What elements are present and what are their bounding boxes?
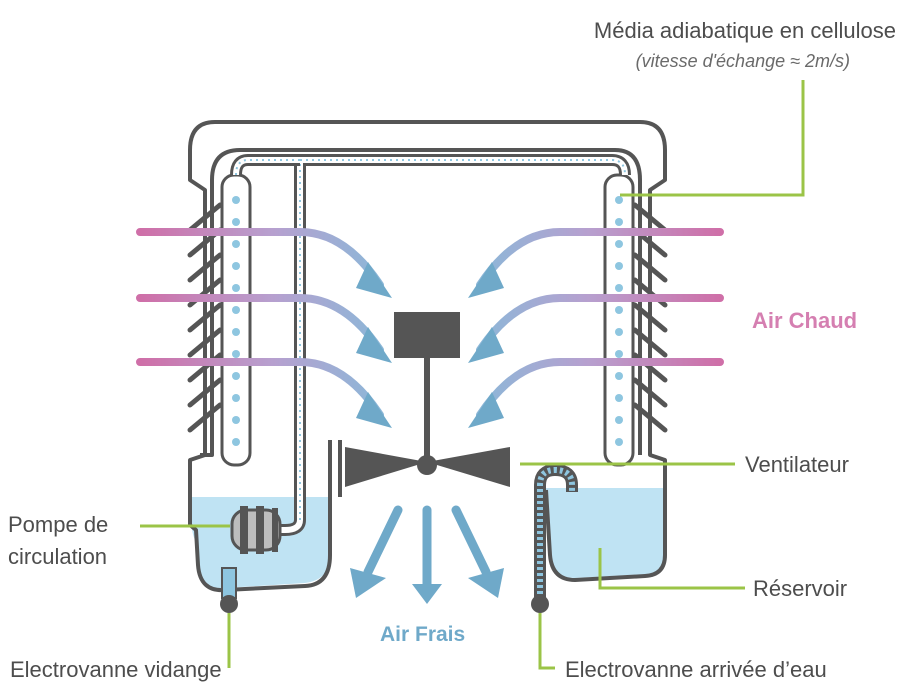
reservoir-water	[545, 488, 665, 578]
drain-valve-label: Electrovanne vidange	[10, 657, 222, 682]
fan-label: Ventilateur	[745, 452, 849, 477]
leader-lines	[140, 80, 805, 670]
left-grill	[187, 202, 223, 433]
drain-valve	[220, 567, 238, 613]
left-media-pad	[220, 173, 252, 467]
fan	[345, 312, 510, 487]
reservoir-label: Réservoir	[753, 576, 848, 601]
distribution-pipe	[230, 154, 631, 536]
pump-label-line1: Pompe de	[8, 512, 109, 537]
media-subtitle-label: (vitesse d'échange ≈ 2m/s)	[635, 51, 850, 71]
right-media-pad	[603, 173, 635, 467]
hot-air-label: Air Chaud	[752, 308, 858, 333]
fresh-air-label: Air Frais	[380, 623, 466, 646]
inlet-valve-label: Electrovanne arrivée d’eau	[565, 657, 827, 682]
circulation-pump	[230, 506, 282, 554]
fresh-air-arrowheads	[350, 568, 504, 604]
incoming-air-arrowheads	[356, 262, 504, 428]
pump-label-line2: circulation	[8, 544, 108, 569]
media-title-label: Média adiabatique en cellulose	[593, 18, 896, 43]
fresh-air-arrows	[363, 505, 491, 589]
water-inlet-pipe	[531, 463, 578, 613]
